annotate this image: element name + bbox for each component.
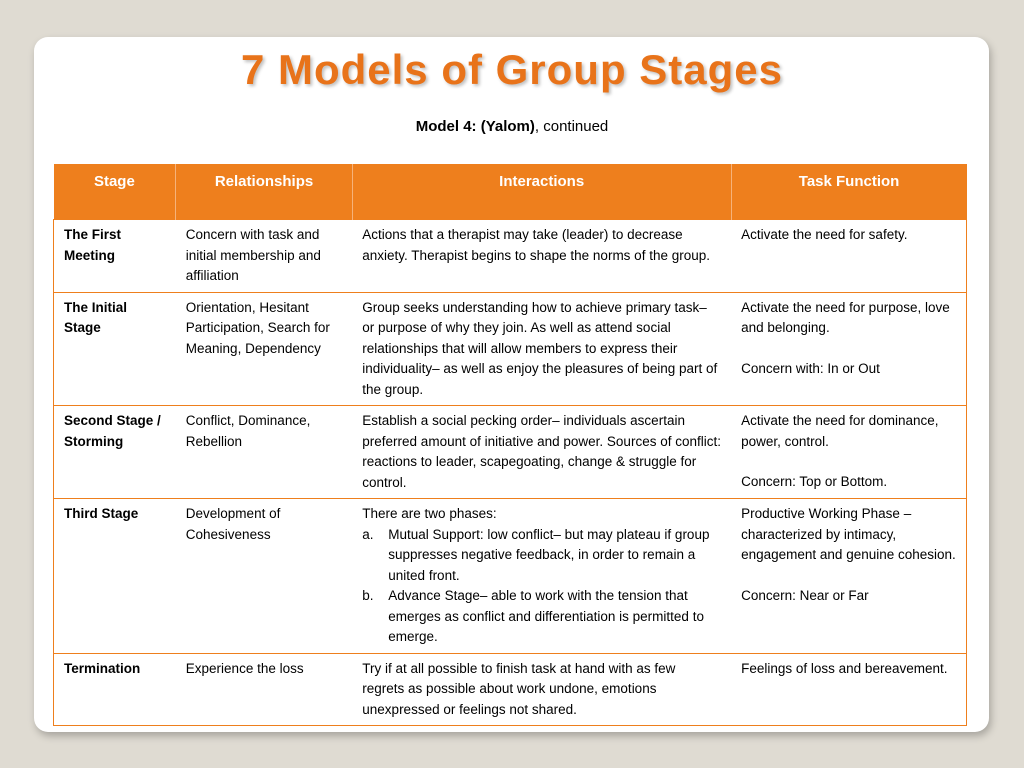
table-row: Second Stage / Storming Conflict, Domina…: [52, 405, 968, 499]
relationships-cell: Orientation, Hesitant Participation, Sea…: [175, 291, 353, 406]
task-function-cell: Activate the need for dominance, power, …: [731, 405, 968, 499]
table-row: Termination Experience the loss Try if a…: [52, 652, 968, 726]
subtitle-continued: , continued: [534, 118, 609, 135]
stage-cell: The First Meeting: [52, 219, 176, 292]
header-relationships: Relationships: [175, 164, 353, 220]
subtitle-model: Model 4: (Yalom): [415, 118, 535, 135]
task-function-cell: Productive Working Phase – characterized…: [731, 498, 968, 653]
table-header-row: Stage Relationships Interactions Task Fu…: [53, 164, 967, 220]
task-function-text: Activate the need for dominance, power, …: [741, 413, 939, 449]
stage-cell: The Initial Stage: [52, 291, 176, 406]
task-function-concern: Concern with: In or Out: [741, 360, 880, 376]
header-task-function: Task Function: [731, 164, 967, 220]
table-row: The First Meeting Concern with task and …: [52, 219, 968, 292]
header-interactions: Interactions: [352, 164, 732, 220]
list-item: b. Advance Stage– able to work with the t…: [362, 586, 721, 648]
task-function-text: Activate the need for safety.: [741, 227, 908, 242]
list-marker: b.: [362, 588, 374, 603]
task-function-cell: Feelings of loss and bereavement.: [731, 652, 968, 726]
page-title: 7 Models of Group Stages: [240, 46, 784, 93]
interactions-intro: There are two phases:: [362, 506, 497, 521]
table-row: The Initial Stage Orientation, Hesitant …: [52, 291, 968, 406]
stage-cell: Termination: [52, 652, 176, 726]
list-item-text: Advance Stage– able to work with the ten…: [388, 588, 704, 644]
table-row: Third Stage Development of Cohesiveness …: [52, 498, 968, 653]
stages-table: Stage Relationships Interactions Task Fu…: [52, 164, 968, 726]
relationships-cell: Concern with task and initial membership…: [175, 219, 353, 292]
list-marker: a.: [362, 526, 374, 542]
relationships-cell: Experience the loss: [175, 652, 353, 726]
interactions-cell: Actions that a therapist may take (leade…: [352, 219, 732, 292]
task-function-cell: Activate the need for safety.: [731, 219, 968, 292]
stage-cell: Third Stage: [52, 498, 176, 653]
phases-list: a. Mutual Support: low conflict– but may …: [362, 525, 721, 648]
relationships-cell: Conflict, Dominance, Rebellion: [175, 405, 353, 499]
task-function-concern: Concern: Near or Far: [741, 587, 869, 603]
relationships-cell: Development of Cohesiveness: [175, 498, 353, 653]
task-function-text: Feelings of loss and bereavement.: [741, 660, 948, 676]
task-function-text: Activate the need for purpose, love and …: [741, 299, 950, 336]
header-stage: Stage: [53, 164, 177, 220]
interactions-cell: Try if at all possible to finish task at…: [352, 652, 732, 726]
list-item: a. Mutual Support: low conflict– but may …: [362, 525, 721, 587]
list-item-text: Mutual Support: low conflict– but may pl…: [388, 526, 710, 583]
task-function-concern: Concern: Top or Bottom.: [741, 474, 888, 489]
page-subtitle: Model 4: (Yalom), continued: [0, 118, 1024, 135]
interactions-cell: There are two phases: a. Mutual Support: …: [352, 498, 732, 653]
task-function-cell: Activate the need for purpose, love and …: [731, 291, 968, 406]
stage-cell: Second Stage / Storming: [52, 405, 176, 499]
interactions-cell: Establish a social pecking order– indivi…: [352, 405, 732, 499]
task-function-text: Productive Working Phase – characterized…: [741, 506, 956, 562]
interactions-cell: Group seeks understanding how to achieve…: [352, 291, 732, 406]
